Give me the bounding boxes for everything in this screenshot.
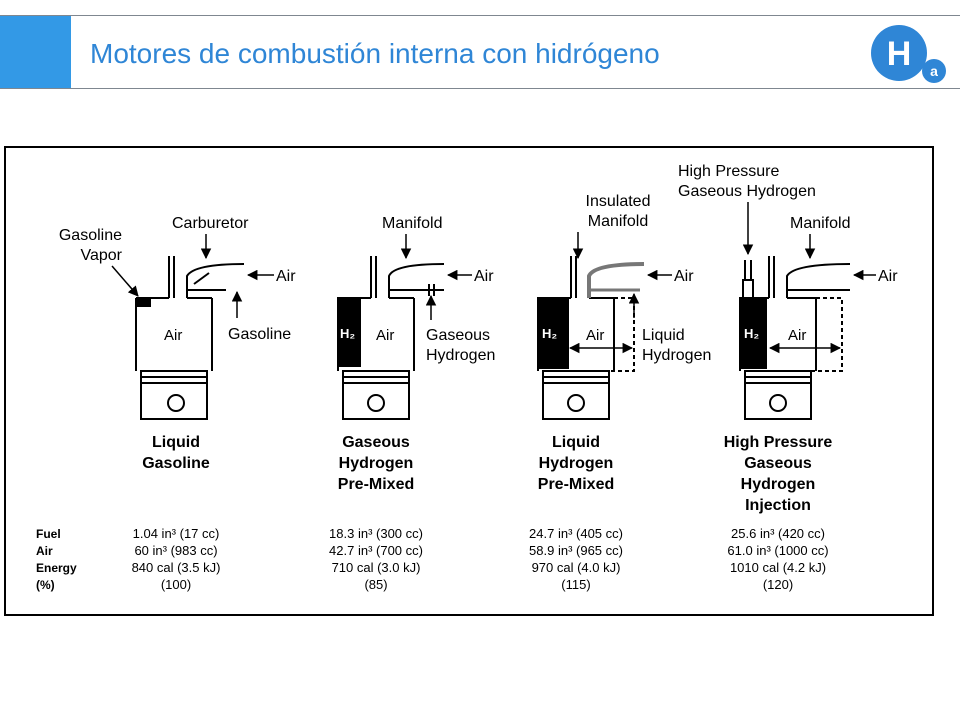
chamber-h2-label-2: H₂ (340, 326, 355, 341)
value-air-2: 42.7 in³ (700 cc) (329, 543, 423, 558)
ha-logo-icon: H a (871, 25, 946, 83)
row-labels: Fuel Air Energy (%) (36, 527, 77, 592)
header-accent-block (0, 16, 71, 88)
callout-manifold-2: Manifold (382, 215, 442, 232)
insulated-manifold-3 (570, 256, 645, 298)
header-top-rule (0, 15, 960, 16)
diagram-frame (4, 146, 934, 616)
chamber-h2-label-4: H₂ (744, 326, 759, 341)
values-engine-2: 18.3 in³ (300 cc) 42.7 in³ (700 cc) 710 … (329, 526, 423, 592)
value-fuel-4: 25.6 in³ (420 cc) (731, 526, 825, 541)
row-label-percent: (%) (36, 578, 55, 592)
value-energy-1: 840 cal (3.5 kJ) (132, 560, 221, 575)
cylinder-3 (537, 297, 635, 420)
value-percent-2: (85) (364, 577, 387, 592)
callout-air-3: Air (674, 268, 694, 285)
carburetor-1 (168, 256, 245, 298)
value-energy-3: 970 cal (4.0 kJ) (532, 560, 621, 575)
value-fuel-2: 18.3 in³ (300 cc) (329, 526, 423, 541)
callout-manifold-4: Manifold (790, 215, 850, 232)
logo-subscript: a (930, 63, 938, 79)
value-percent-4: (120) (763, 577, 793, 592)
value-percent-1: (100) (161, 577, 191, 592)
value-energy-4: 1010 cal (4.2 kJ) (730, 560, 826, 575)
callout-air-1: Air (276, 268, 296, 285)
callout-air-4: Air (878, 268, 898, 285)
cylinder-4 (739, 297, 843, 420)
values-engine-4: 25.6 in³ (420 cc) 61.0 in³ (1000 cc) 101… (727, 526, 828, 592)
value-air-1: 60 in³ (983 cc) (134, 543, 217, 558)
cylinder-1 (135, 297, 213, 420)
manifold-4 (742, 256, 851, 299)
values-engine-3: 24.7 in³ (405 cc) 58.9 in³ (965 cc) 970 … (529, 526, 623, 592)
callout-gasoline-inlet: Gasoline (228, 326, 291, 343)
chamber-h2-label-3: H₂ (542, 326, 557, 341)
value-air-3: 58.9 in³ (965 cc) (529, 543, 623, 558)
logo-letter: H (887, 35, 912, 73)
chamber-air-label-3: Air (586, 327, 604, 344)
cylinder-2 (337, 297, 415, 420)
row-label-energy: Energy (36, 561, 77, 575)
row-label-fuel: Fuel (36, 527, 61, 541)
value-air-4: 61.0 in³ (1000 cc) (727, 543, 828, 558)
page-title: Motores de combustión interna con hidróg… (90, 38, 660, 69)
chamber-air-label-1: Air (164, 327, 182, 344)
chamber-air-label-2: Air (376, 327, 394, 344)
header-bottom-rule (0, 88, 960, 89)
values-engine-1: 1.04 in³ (17 cc) 60 in³ (983 cc) 840 cal… (132, 526, 221, 592)
row-label-air: Air (36, 544, 53, 558)
chamber-air-label-4: Air (788, 327, 806, 344)
callout-carburetor: Carburetor (172, 215, 249, 232)
value-fuel-1: 1.04 in³ (17 cc) (133, 526, 220, 541)
callout-air-2: Air (474, 268, 494, 285)
value-energy-2: 710 cal (3.0 kJ) (332, 560, 421, 575)
value-fuel-3: 24.7 in³ (405 cc) (529, 526, 623, 541)
manifold-2 (370, 256, 445, 298)
value-percent-3: (115) (561, 577, 590, 592)
